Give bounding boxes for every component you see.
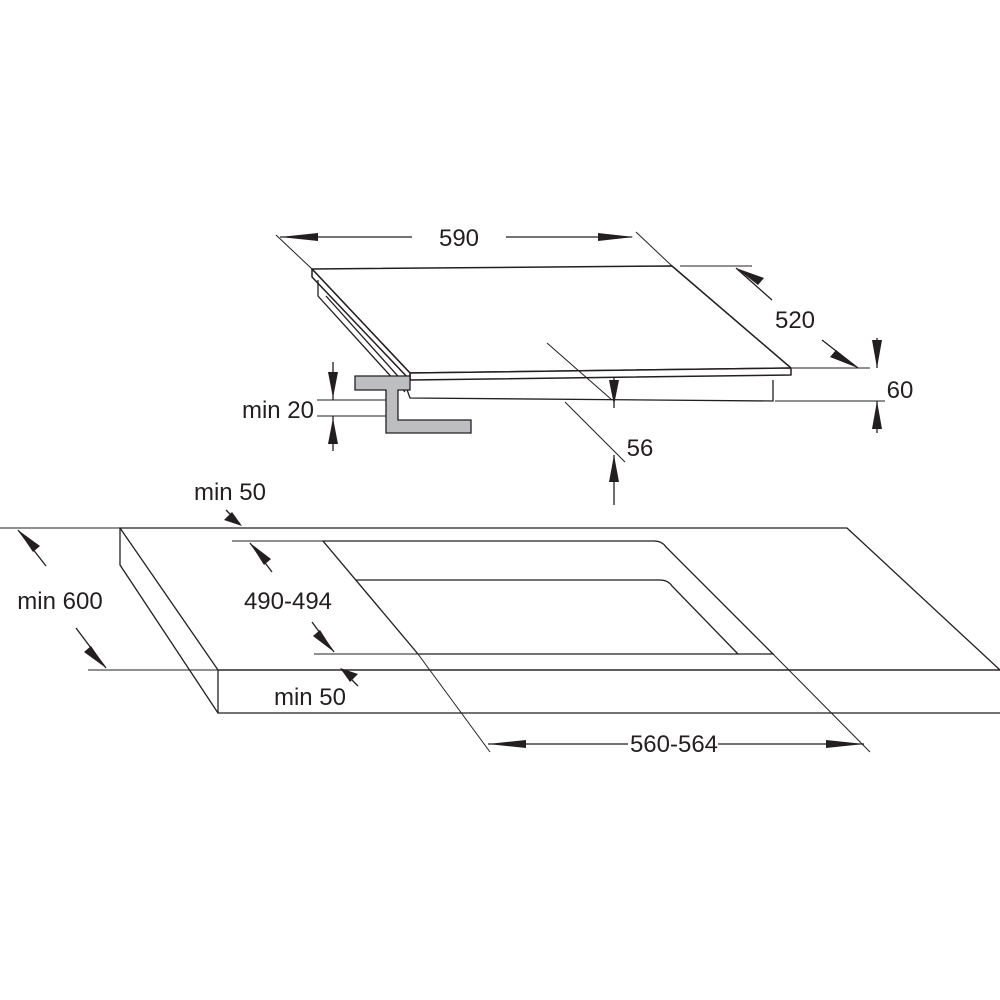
worktop-left-face (119, 528, 219, 714)
dimension-depth-label: 520 (775, 307, 815, 334)
worktop (118, 527, 1000, 714)
hob-glass-top (311, 265, 792, 374)
dimension-worktop-depth-label: min 600 (17, 588, 102, 615)
dimension-worktop-clearance-label: min 20 (242, 397, 314, 424)
dimension-worktop-clearance: min 20 (242, 362, 386, 451)
worktop-cutout-inner (356, 579, 739, 655)
dimension-width: 590 (275, 225, 673, 270)
worktop-cutout (321, 540, 775, 655)
dimension-back-margin: min 50 (194, 479, 323, 542)
dimension-built-in-depth: 56 (546, 342, 654, 505)
dimension-height: 60 (775, 338, 913, 433)
worktop-top-surface (118, 527, 1000, 671)
dimension-front-margin: min 50 (274, 668, 359, 711)
dimension-depth: 520 (680, 265, 870, 369)
dimension-cutout-width-label: 560-564 (630, 731, 718, 758)
dimension-worktop-depth: min 600 (0, 527, 218, 671)
hob-body-front (404, 380, 774, 402)
dimension-back-margin-label: min 50 (194, 479, 266, 506)
dimension-front-margin-label: min 50 (274, 684, 346, 711)
dimension-height-label: 60 (887, 377, 914, 404)
hob-body-left (317, 280, 406, 393)
hob-appliance (311, 265, 792, 402)
dimension-cutout-depth-label: 490-494 (244, 588, 332, 615)
dimension-cutout-width: 560-564 (417, 653, 871, 758)
dimension-cutout-depth: 490-494 (244, 542, 418, 655)
hob-body-side-inner (325, 295, 406, 385)
worktop-bracket-profile (354, 375, 472, 434)
dimension-built-in-depth-label: 56 (627, 435, 654, 462)
dimension-width-label: 590 (439, 225, 479, 252)
